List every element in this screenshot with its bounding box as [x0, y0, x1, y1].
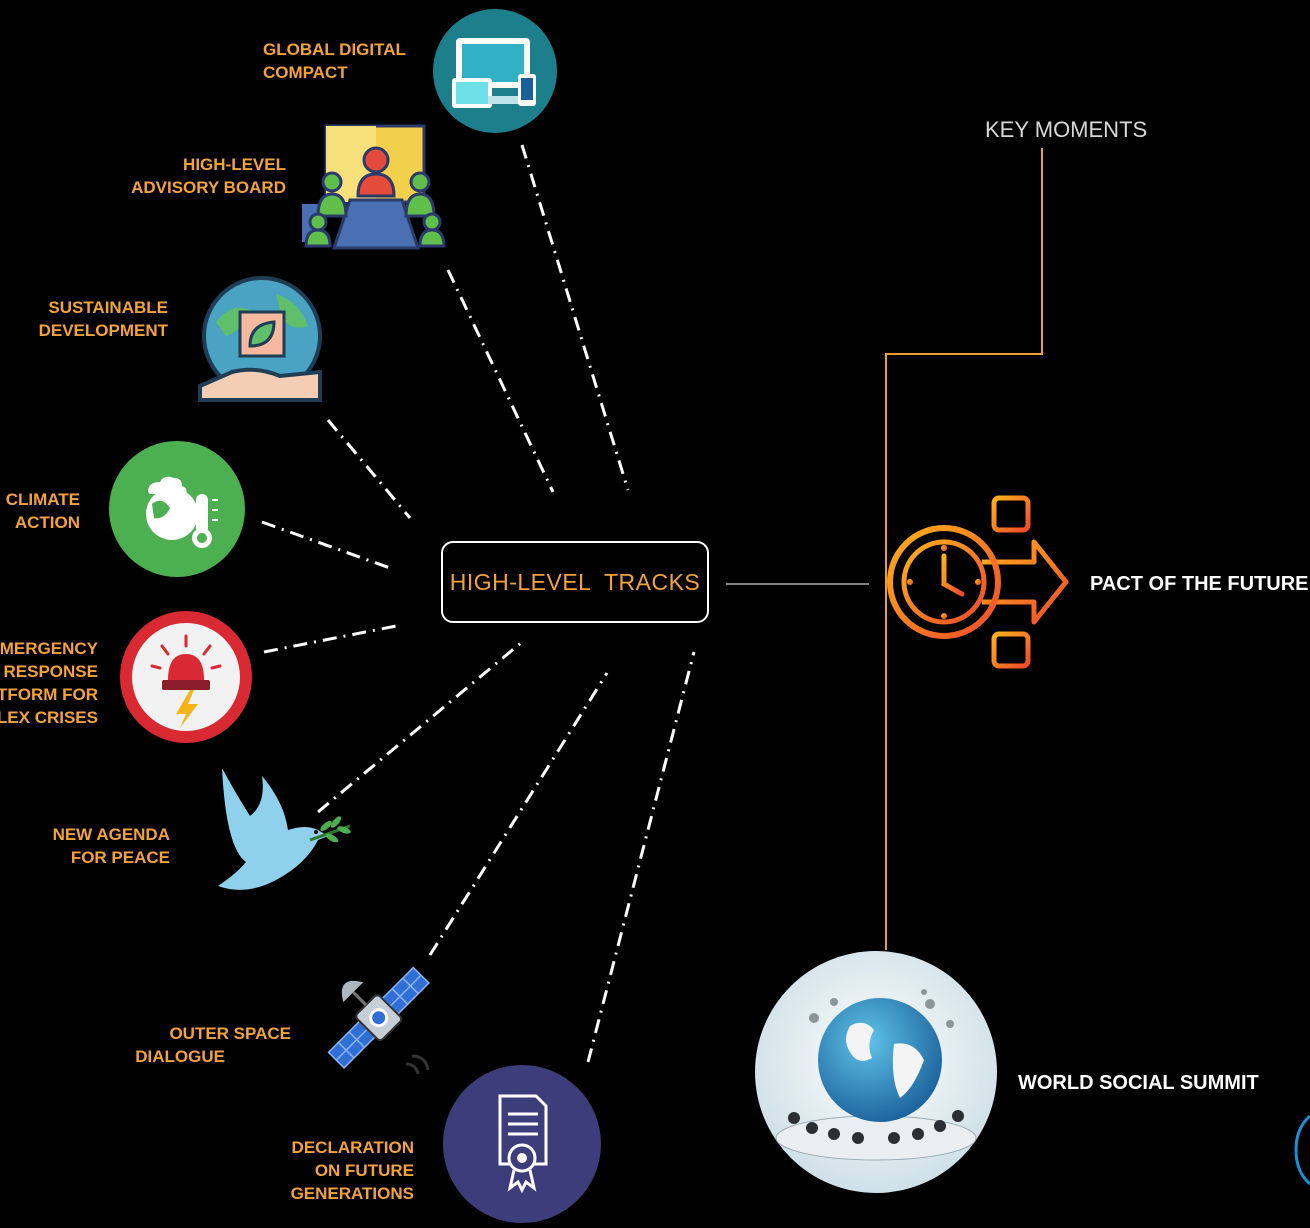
track-label-emergency-platform: EMERGENCYRESPONSE PLATFORM FORCOMPLEX CR…	[0, 639, 98, 727]
pact-of-the-future-label: PACT OF THE FUTURE	[1090, 573, 1309, 595]
certificate-icon	[443, 1065, 601, 1223]
connector-future-generations	[586, 651, 696, 1063]
board-meeting-icon	[302, 124, 446, 250]
connector-agenda-for-peace	[317, 640, 523, 814]
high-level-tracks-box: HIGH-LEVEL TRACKS	[441, 541, 709, 623]
connector-climate-action	[261, 520, 391, 570]
earth-thermometer-icon	[109, 441, 245, 577]
dove-icon	[218, 768, 351, 890]
high-level-tracks-label: HIGH-LEVEL TRACKS	[449, 568, 701, 595]
connector-outer-space	[428, 672, 609, 956]
connector-global-digital-compact	[520, 144, 630, 491]
connector-sustainable-development	[326, 419, 412, 519]
connector-advisory-board	[446, 269, 555, 493]
connector-emergency-platform	[263, 624, 397, 654]
earth-hand-leaf-icon	[198, 276, 322, 402]
key-moments-heading: KEY MOMENTS	[985, 117, 1148, 142]
clock-arrow-flow-icon	[887, 495, 1069, 669]
globe-summit-icon	[755, 951, 997, 1193]
key-moments-timeline	[885, 148, 1043, 950]
satellite-icon	[327, 966, 430, 1075]
siren-alert-icon	[120, 611, 252, 743]
partial-circle-icon	[1294, 1114, 1310, 1186]
digital-devices-icon	[433, 9, 557, 133]
world-social-summit-label: WORLD SOCIAL SUMMIT	[1018, 1072, 1259, 1094]
